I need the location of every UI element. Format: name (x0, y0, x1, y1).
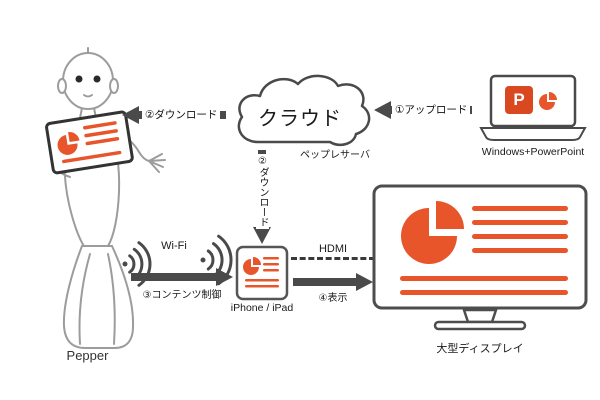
cloud-shape (237, 74, 371, 146)
cloud-title: クラウド (258, 108, 342, 130)
arrow-control-label: ③コンテンツ制御 (142, 290, 222, 301)
hdmi-cable (291, 257, 375, 260)
arrow-control (131, 268, 233, 286)
mobile-device-icon (235, 245, 289, 301)
robot-held-tablet-icon (45, 110, 134, 175)
robot-eye-left (75, 75, 83, 83)
display-pie-chart-icon (400, 201, 568, 295)
arrow-output (293, 273, 373, 291)
pepper-robot-illustration (45, 47, 166, 349)
arrow-upload-label: ①アップロード (392, 103, 471, 117)
arrow-download-mobile-label: ②ダウンロード (256, 154, 269, 229)
arrow-download-robot-label: ②ダウンロード (142, 108, 221, 122)
display-label: 大型ディスプレイ (436, 343, 524, 355)
wifi-label: Wi-Fi (161, 240, 187, 252)
display-stand (433, 308, 527, 331)
laptop-label: Windows+PowerPoint (481, 146, 585, 158)
powerpoint-pie-icon (539, 92, 557, 110)
display-illustration (372, 184, 588, 331)
mobile-label: iPhone / iPad (230, 302, 294, 314)
cloud-subtitle: ペップレサーバ (300, 150, 370, 161)
laptop-illustration (479, 74, 587, 141)
arrow-output-label: ④表示 (318, 293, 348, 304)
pepper-label: Pepper (66, 348, 109, 363)
powerpoint-logo: P (505, 86, 533, 114)
robot-open-hand (148, 153, 166, 173)
robot-eye-right (93, 75, 101, 83)
hdmi-label: HDMI (318, 243, 348, 255)
